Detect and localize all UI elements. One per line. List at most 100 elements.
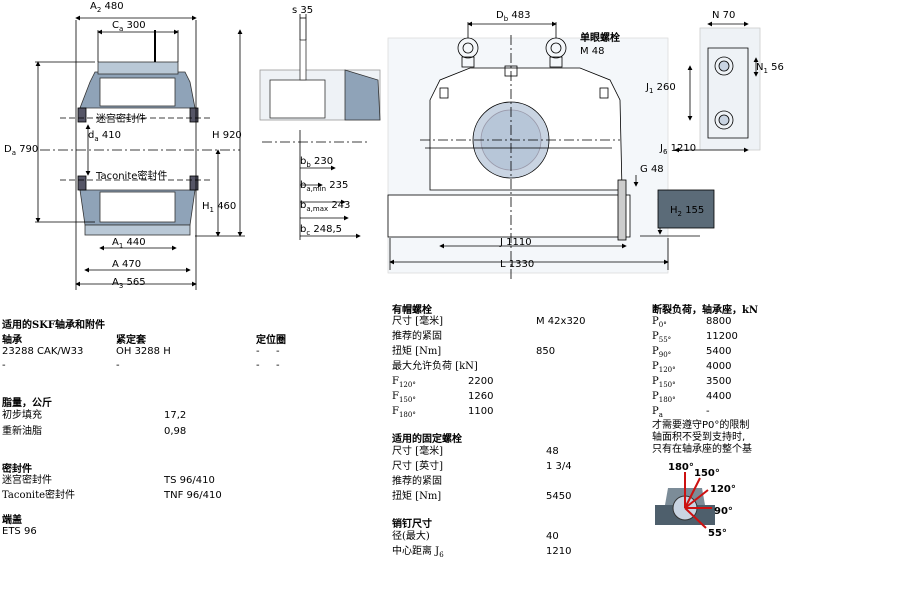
angle-150: 150° — [694, 468, 720, 479]
p-load-value: 3500 — [706, 376, 732, 387]
fixing-label: 扭矩 [Nm] — [392, 491, 442, 502]
fixing-bolts-title: 适用的固定螺栓 — [392, 434, 462, 445]
row-ring: - — [276, 360, 280, 371]
p-load-label: Pa — [652, 406, 663, 419]
seal-label: Taconite密封件 — [2, 490, 76, 501]
fixing-label: 推荐的紧固 — [392, 476, 442, 487]
dim-n1: N1 56 — [756, 62, 784, 75]
dim-da-inner: da 410 — [88, 130, 121, 143]
row-ring: - — [256, 346, 260, 357]
col-header-sleeve: 紧定套 — [116, 335, 146, 346]
dim-a1: A1 440 — [112, 237, 146, 250]
cap-bolt-label: 最大允许负荷 [kN] — [392, 361, 478, 372]
cap-bolt-label: 推荐的紧固 — [392, 331, 442, 342]
dim-a: A 470 — [112, 259, 142, 270]
p-load-label: P120° — [652, 361, 676, 374]
dim-ca: Ca 300 — [112, 20, 146, 33]
dim-h: H 920 — [212, 130, 242, 141]
p-load-label: P180° — [652, 391, 676, 404]
p-load-label: P150° — [652, 376, 676, 389]
dowel-label: 径(最大) — [392, 531, 430, 542]
dim-ba-max: ba,max 243 — [300, 200, 351, 213]
label-eye-bolt: 单眼螺栓 — [580, 33, 620, 44]
row-ring: - — [256, 360, 260, 371]
fixing-value: 1 3/4 — [546, 461, 572, 472]
note-line: 轴面积不受到支持时, — [652, 432, 746, 443]
front-view — [387, 21, 700, 280]
suitable-parts-title: 适用的SKF轴承和附件 — [2, 320, 106, 331]
dim-n: N 70 — [712, 10, 736, 21]
p-load-label: P90° — [652, 346, 672, 359]
p-load-value: 4000 — [706, 361, 732, 372]
f-load-value: 2200 — [468, 376, 494, 387]
seal-label: 迷宫密封件 — [2, 475, 52, 486]
seal-value: TS 96/410 — [164, 475, 215, 486]
angle-120: 120° — [710, 484, 736, 495]
p-load-value: - — [706, 406, 710, 417]
fixing-label: 尺寸 [毫米] — [392, 446, 443, 457]
foot-detail-view — [674, 21, 761, 153]
note-line: 才需要遵守P0°的限制 — [652, 420, 750, 431]
dim-l: L 1330 — [500, 259, 535, 270]
p-load-value: 11200 — [706, 331, 738, 342]
dowel-title: 销钉尺寸 — [392, 519, 432, 530]
p-load-label: P0° — [652, 316, 667, 329]
row-ring: - — [276, 346, 280, 357]
side-section-view — [259, 14, 381, 240]
grease-label: 初步填充 — [2, 410, 42, 421]
load-direction-diagram — [657, 189, 715, 229]
end-cap-value: ETS 96 — [2, 526, 37, 537]
dim-bb: bb 230 — [300, 156, 334, 169]
cap-bolt-value: 850 — [536, 346, 556, 357]
dim-j: J 1110 — [500, 237, 532, 248]
f-load-value: 1100 — [468, 406, 494, 417]
seal-value: TNF 96/410 — [164, 490, 222, 501]
dim-bc: bc 248,5 — [300, 224, 343, 237]
technical-drawing — [35, 14, 761, 290]
dim-g: G 48 — [640, 164, 664, 175]
label-taconite-seal-drawing: Taconite密封件 — [96, 171, 168, 182]
cap-bolts-title: 有帽螺栓 — [392, 305, 432, 316]
dim-ba-min: ba,min 235 — [300, 180, 349, 193]
dowel-value: 1210 — [546, 546, 572, 557]
dim-a3: A3 565 — [112, 277, 146, 290]
dowel-value: 40 — [546, 531, 559, 542]
p-load-value: 5400 — [706, 346, 732, 357]
end-cap-title: 端盖 — [2, 515, 22, 526]
dim-j6: J6 1210 — [660, 143, 697, 156]
angle-90: 90° — [714, 506, 733, 517]
seal-title: 密封件 — [2, 464, 32, 475]
dim-h2: H2 155 — [670, 205, 705, 218]
label-labyrinth-seal-drawing: 迷宫密封件 — [96, 114, 146, 125]
angle-180: 180° — [668, 462, 694, 473]
dowel-label: 中心距离 J6 — [392, 546, 444, 559]
row-bearing: - — [2, 360, 6, 371]
dim-h1: H1 460 — [202, 201, 237, 214]
p-load-value: 8800 — [706, 316, 732, 327]
note-line: 只有在轴承座的整个基 — [652, 444, 752, 455]
grease-title: 脂量，公斤 — [2, 398, 52, 409]
grease-value: 0,98 — [164, 426, 187, 437]
dim-da: Da 790 — [4, 144, 39, 157]
f-load-value: 1260 — [468, 391, 494, 402]
fixing-value: 5450 — [546, 491, 572, 502]
cap-bolt-label: 扭矩 [Nm] — [392, 346, 442, 357]
fixing-label: 尺寸 [英寸] — [392, 461, 443, 472]
cap-bolt-label: 尺寸 [毫米] — [392, 316, 443, 327]
p-load-value: 4400 — [706, 391, 732, 402]
row-sleeve: - — [116, 360, 120, 371]
cap-bolt-value: M 42x320 — [536, 316, 586, 327]
f-load-label: F150° — [392, 391, 416, 404]
label-eye-bolt-size: M 48 — [580, 46, 605, 57]
col-header-ring: 定位圈 — [256, 335, 286, 346]
section-view — [35, 15, 245, 290]
f-load-label: F120° — [392, 376, 416, 389]
grease-label: 重新油脂 — [2, 426, 42, 437]
grease-value: 17,2 — [164, 410, 187, 421]
dim-j1: J1 260 — [646, 82, 676, 95]
f-load-label: F180° — [392, 406, 416, 419]
col-header-bearing: 轴承 — [2, 335, 22, 346]
row-bearing: 23288 CAK/W33 — [2, 346, 84, 357]
dim-db: Db 483 — [496, 10, 531, 23]
dim-a2: A2 480 — [90, 1, 124, 14]
